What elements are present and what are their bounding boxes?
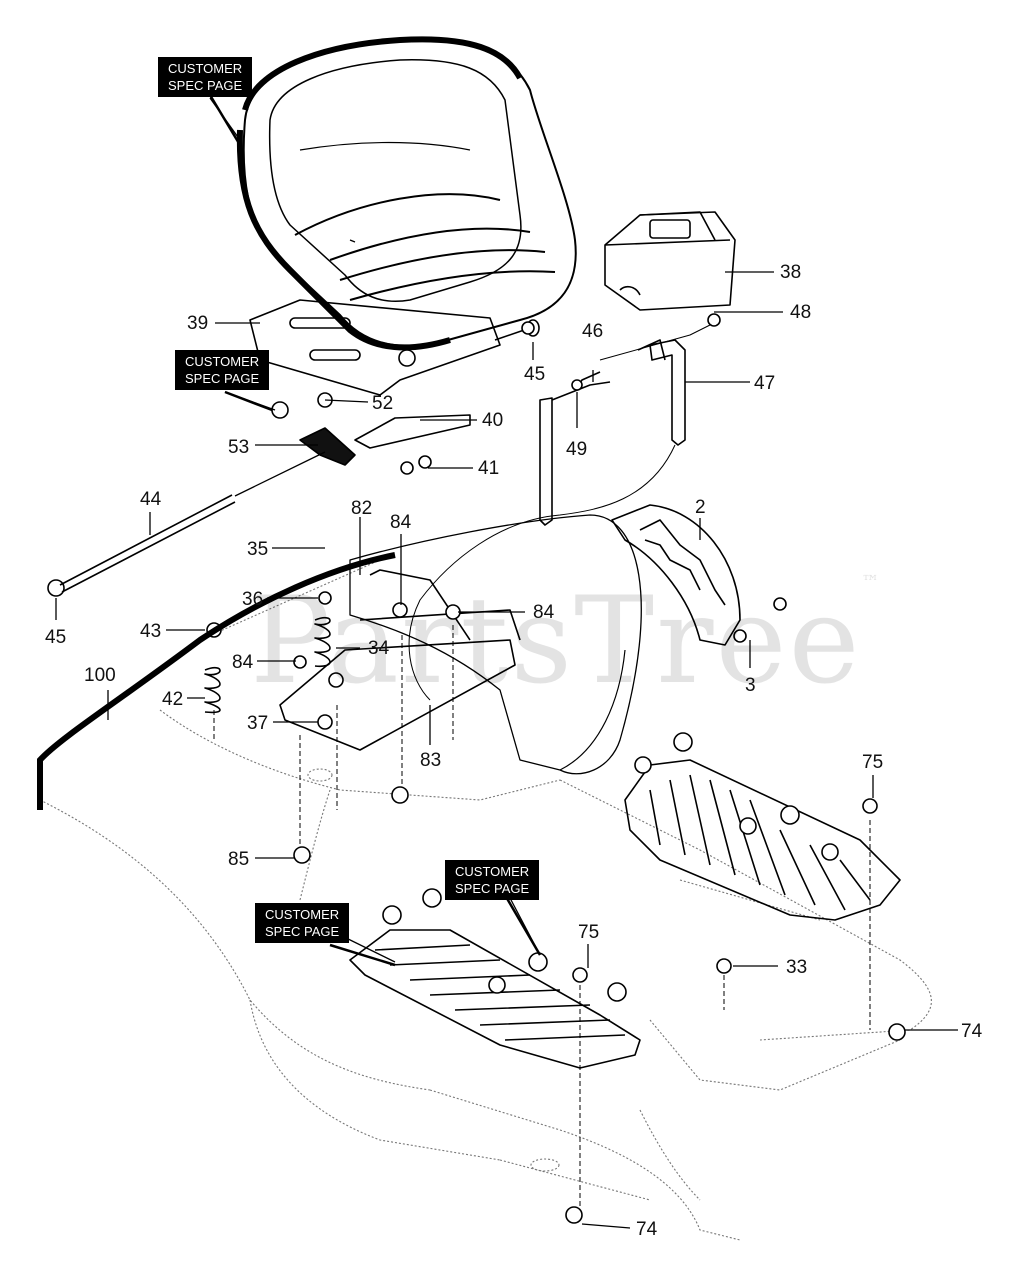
customer-spec-box[interactable]: CUSTOMER SPEC PAGE (445, 860, 540, 900)
callout-100[interactable]: 100 (84, 665, 116, 686)
callout-34[interactable]: 34 (368, 638, 390, 659)
callout-36[interactable]: 36 (242, 589, 264, 610)
spec-line1: CUSTOMER (455, 864, 530, 879)
spring-34 (314, 617, 331, 668)
callout-35[interactable]: 35 (247, 539, 269, 560)
rod (59, 494, 236, 593)
callout-40[interactable]: 40 (482, 410, 504, 431)
customer-spec-box[interactable]: CUSTOMER SPEC PAGE (175, 350, 270, 390)
callout-41[interactable]: 41 (478, 458, 500, 479)
fender-panel (349, 514, 642, 775)
callout-74[interactable]: 74 (636, 1219, 658, 1240)
callout-44[interactable]: 44 (140, 489, 162, 510)
seat-edge-line (236, 129, 451, 351)
callout-38[interactable]: 38 (780, 262, 802, 283)
bracket-right (637, 339, 686, 446)
spec-line2: SPEC PAGE (168, 78, 243, 93)
callout-39[interactable]: 39 (187, 313, 209, 334)
footrest-right (624, 759, 901, 921)
seat-top-edge (242, 36, 523, 111)
callout-46[interactable]: 46 (582, 321, 604, 342)
bracket-53 (299, 427, 356, 466)
spec-line1: CUSTOMER (265, 907, 340, 922)
spec-line2: SPEC PAGE (265, 924, 340, 939)
spec-pointer-3 (329, 943, 396, 967)
watermark-trademark: ™ (861, 572, 882, 593)
callout-48[interactable]: 48 (790, 302, 812, 323)
callout-47[interactable]: 47 (754, 373, 776, 394)
edge-highlight-100 (37, 552, 396, 810)
callout-2[interactable]: 2 (695, 497, 706, 518)
callout-33[interactable]: 33 (786, 957, 808, 978)
callout-3[interactable]: 3 (745, 675, 756, 696)
fasteners (206, 313, 906, 1224)
callout-75[interactable]: 75 (862, 752, 884, 773)
spec-line2: SPEC PAGE (185, 371, 260, 386)
fender-cover (611, 504, 741, 646)
callout-75[interactable]: 75 (578, 922, 600, 943)
watermark: PartsTree™ (250, 572, 882, 711)
callout-84[interactable]: 84 (390, 512, 412, 533)
callout-82[interactable]: 82 (351, 498, 373, 519)
spring-42 (204, 667, 221, 714)
customer-spec-box[interactable]: CUSTOMER SPEC PAGE (158, 57, 253, 97)
callout-83[interactable]: 83 (420, 750, 442, 771)
chassis-outline (39, 559, 932, 1241)
watermark-text: PartsTree (250, 572, 862, 711)
footrest-left (349, 929, 641, 1069)
callout-45[interactable]: 45 (524, 364, 546, 385)
callout-53[interactable]: 53 (228, 437, 250, 458)
spec-line1: CUSTOMER (168, 61, 243, 76)
callout-49[interactable]: 49 (566, 439, 588, 460)
callout-85[interactable]: 85 (228, 849, 250, 870)
callout-37[interactable]: 37 (247, 713, 269, 734)
callout-43[interactable]: 43 (140, 621, 162, 642)
spec-pointer-4 (503, 894, 542, 956)
callout-52[interactable]: 52 (372, 393, 394, 414)
callout-42[interactable]: 42 (162, 689, 184, 710)
callout-74[interactable]: 74 (961, 1021, 983, 1042)
seat (242, 38, 577, 348)
spec-pointer-2 (224, 390, 273, 412)
spec-line1: CUSTOMER (185, 354, 260, 369)
customer-spec-box[interactable]: CUSTOMER SPEC PAGE (255, 903, 350, 943)
callout-45[interactable]: 45 (45, 627, 67, 648)
spec-line2: SPEC PAGE (455, 881, 530, 896)
spec-pointer-1 (208, 94, 242, 146)
callout-84[interactable]: 84 (232, 652, 254, 673)
callout-84[interactable]: 84 (533, 602, 555, 623)
control-module (604, 211, 736, 311)
wire-harness (408, 444, 676, 701)
